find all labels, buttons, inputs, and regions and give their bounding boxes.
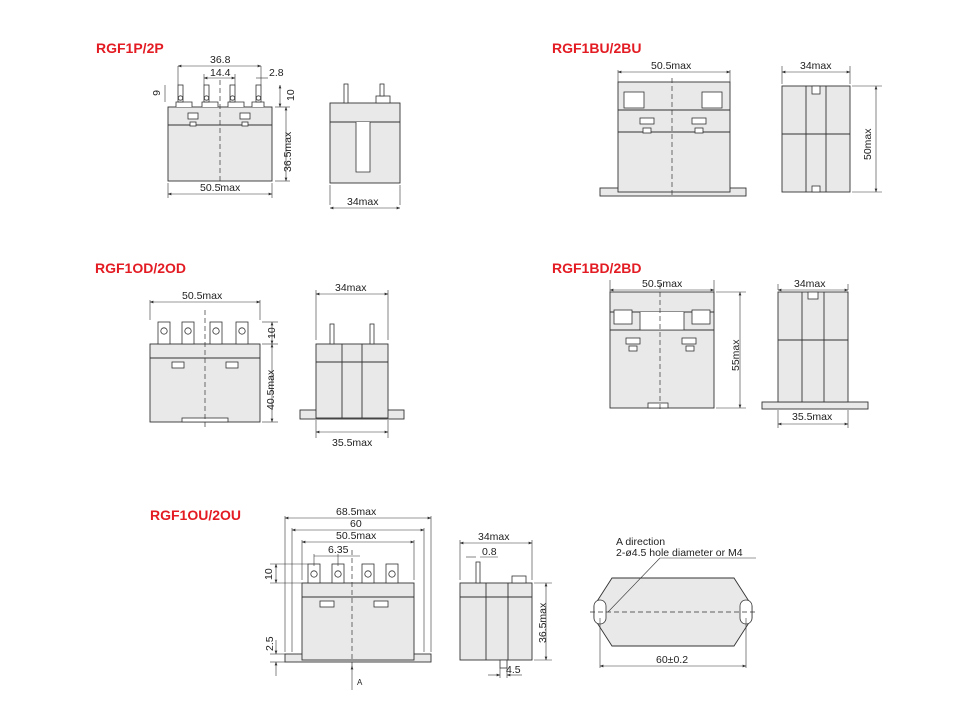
rgf1od-front-view: 50.5max 10 40.5max (149, 290, 278, 428)
dim-p-505: 50.5max (200, 182, 241, 194)
note-hole-diameter: 2-ø4.5 hole diameter or M4 (616, 547, 743, 559)
dim-bu-50: 50max (862, 128, 874, 160)
dim-ou-a: A (357, 678, 363, 687)
rgf1ou-base-plate: 60±0.2 A direction 2-ø4.5 hole diameter … (590, 536, 756, 668)
dim-ou-08: 0.8 (482, 546, 497, 558)
dim-ou-60: 60 (350, 518, 362, 530)
title-rgf1bu: RGF1BU/2BU (552, 40, 642, 56)
rgf1ou-side-view: 34max 0.8 36.5max 4.5 (459, 531, 552, 678)
title-rgf1ou: RGF1OU/2OU (150, 507, 242, 523)
dim-od-405: 40.5max (265, 369, 277, 410)
dim-od-10: 10 (266, 327, 278, 339)
dim-bu-505: 50.5max (651, 60, 692, 72)
dim-bd-55: 55max (730, 339, 742, 371)
dim-ou-365: 36.5max (537, 602, 549, 643)
dim-od-505: 50.5max (182, 290, 223, 302)
title-rgf1p: RGF1P/2P (96, 40, 164, 56)
rgf1bd-front-view: 50.5max 55max (609, 278, 746, 412)
dim-p-368: 36.8 (210, 54, 231, 66)
rgf1p-side-view: 34max (329, 83, 401, 210)
dim-ou-45: 4.5 (506, 664, 521, 676)
dim-p-6: 6 (150, 90, 162, 96)
dim-p-144: 14.4 (210, 67, 231, 79)
title-rgf1bd: RGF1BD/2BD (552, 260, 642, 276)
dim-p-365: 36.5max (282, 131, 294, 172)
rgf1bd-side-view: 34max 35.5max (761, 278, 869, 428)
dim-ou-685: 68.5max (336, 506, 377, 518)
rgf1ou-front-view: 68.5max 60 50.5max 6.35 10 2.5 A (263, 506, 432, 690)
dim-bd-355: 35.5max (792, 411, 833, 423)
dim-od-355: 35.5max (332, 437, 373, 449)
dim-p-10: 10 (285, 89, 297, 101)
note-a-direction: A direction (616, 536, 665, 548)
dim-od-34: 34max (335, 282, 367, 294)
dim-ou-635: 6.35 (328, 544, 349, 556)
dim-bd-505: 50.5max (642, 278, 683, 290)
dim-ou-505: 50.5max (336, 530, 377, 542)
dim-p-28: 2.8 (269, 67, 284, 79)
rgf1bu-front-view: 50.5max (599, 60, 747, 198)
dim-bd-34: 34max (794, 278, 826, 290)
title-rgf1od: RGF1OD/2OD (95, 260, 187, 276)
rgf1bu-side-view: 34max 50max (781, 60, 882, 193)
dim-ou-60tol: 60±0.2 (656, 654, 688, 666)
rgf1p-front-view: 36.8 14.4 2.8 6 10 36.5max 50.5max (150, 54, 297, 198)
rgf1od-side-view: 34max 35.5max (299, 282, 405, 449)
dim-ou-34: 34max (478, 531, 510, 543)
dim-ou-25: 2.5 (264, 636, 276, 651)
dim-p-34: 34max (347, 196, 379, 208)
dim-ou-10: 10 (263, 568, 275, 580)
dim-bu-34: 34max (800, 60, 832, 72)
